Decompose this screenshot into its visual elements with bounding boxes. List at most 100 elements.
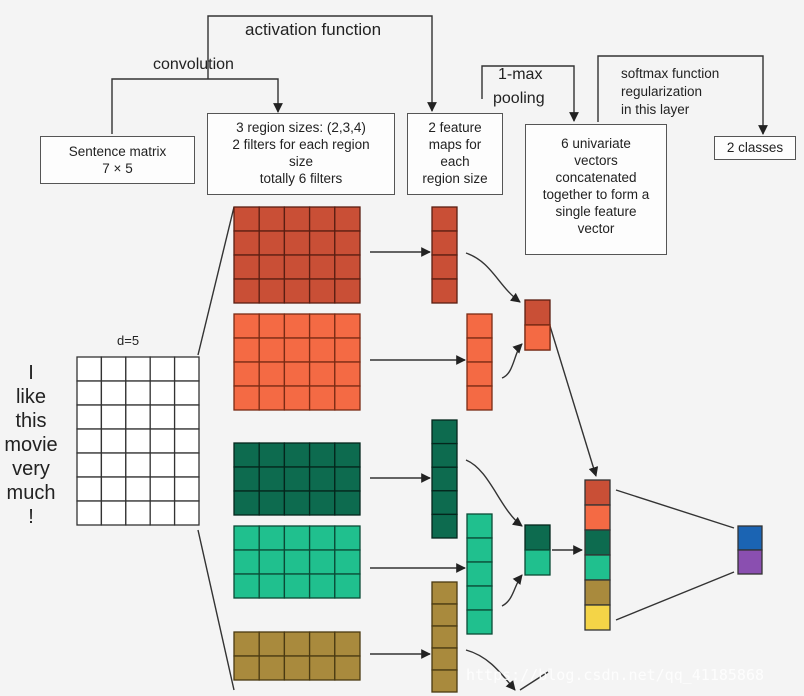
pooled-teal xyxy=(524,549,551,576)
sentence-matrix-grid xyxy=(76,356,200,526)
connector-lines xyxy=(111,15,768,691)
grid-cell xyxy=(233,490,260,516)
grid-cell xyxy=(173,476,200,502)
grid-cell xyxy=(466,585,493,611)
filter-guide-line xyxy=(197,206,235,356)
box-line: 3 region sizes: (2,3,4) xyxy=(236,120,366,135)
pooled-dark-green xyxy=(524,524,551,551)
grid-cell xyxy=(283,655,311,681)
pooling-connector xyxy=(481,65,579,122)
box-line: maps for xyxy=(428,137,482,152)
grid-cell xyxy=(431,206,458,232)
grid-cell xyxy=(334,337,361,363)
grid-cell xyxy=(258,655,286,681)
grid-cell xyxy=(431,442,458,468)
grid-cell xyxy=(100,476,127,502)
box-line: 2 filters for each region xyxy=(232,137,370,152)
grid-cell xyxy=(233,525,260,551)
grid-cell xyxy=(308,490,336,516)
box-line: each xyxy=(440,154,470,169)
grid-cell xyxy=(308,525,336,551)
grid-cell xyxy=(76,500,103,526)
grid-cell xyxy=(233,549,260,575)
grid-cell xyxy=(76,380,103,406)
grid-cell xyxy=(149,380,176,406)
grid-cell xyxy=(283,385,311,411)
class-output-blue xyxy=(737,525,763,551)
grid-cell xyxy=(149,404,176,430)
grid-cell xyxy=(258,525,286,551)
grid-cell xyxy=(283,337,311,363)
softmax-label: softmax function xyxy=(621,66,720,81)
box-line: region size xyxy=(422,171,488,186)
grid-cell xyxy=(258,442,286,468)
grid-cell xyxy=(334,313,361,339)
grid-cell xyxy=(233,361,260,387)
grid-cell xyxy=(149,452,176,478)
grid-cell xyxy=(431,625,458,649)
softmax-connector xyxy=(597,55,768,135)
grid-cell xyxy=(334,254,361,280)
grid-cell xyxy=(308,206,336,232)
feature-map-dark-green xyxy=(431,419,458,539)
box-line: together to form a xyxy=(542,187,650,202)
concat-arrow xyxy=(549,325,599,477)
concatenated-cell xyxy=(584,604,611,631)
grid-cell xyxy=(466,609,493,635)
grid-cell xyxy=(466,337,493,363)
grid-cell xyxy=(334,490,361,516)
filter-red xyxy=(233,206,361,304)
grid-cell xyxy=(308,573,336,599)
activation-function-label: activation function xyxy=(245,20,382,39)
grid-cell xyxy=(125,428,151,454)
concatenated-cell xyxy=(584,504,611,531)
sentence-word: ! xyxy=(28,506,34,528)
softmax-line xyxy=(615,489,735,529)
grid-cell xyxy=(76,428,103,454)
grid-cell xyxy=(173,404,200,430)
watermark: https://blog.csdn.net/qq_41185868 xyxy=(466,666,765,684)
dimension-label: d=5 xyxy=(117,333,140,348)
grid-cell xyxy=(308,442,336,468)
feature-maps-box: 2 feature maps for each region size xyxy=(407,113,503,195)
grid-cell xyxy=(233,206,260,232)
grid-cell xyxy=(125,404,151,430)
grid-cell xyxy=(283,490,311,516)
grid-cell xyxy=(283,466,311,492)
grid-cell xyxy=(233,337,260,363)
pooling-curve xyxy=(465,252,521,303)
classes-box: 2 classes xyxy=(714,136,796,160)
softmax-line xyxy=(615,571,735,621)
concatenated-cell xyxy=(584,479,611,506)
grid-cell xyxy=(466,561,493,587)
grid-cell xyxy=(283,573,311,599)
box-line: 6 univariate xyxy=(561,136,631,151)
feature-map-orange xyxy=(466,313,493,411)
grid-cell xyxy=(233,442,260,468)
box-line: 7 × 5 xyxy=(102,161,133,176)
grid-cell xyxy=(431,419,458,445)
concatenated-cell xyxy=(584,554,611,581)
convolution-connector xyxy=(111,78,283,134)
grid-cell xyxy=(431,278,458,304)
grid-cell xyxy=(149,500,176,526)
convolution-label: convolution xyxy=(153,56,234,73)
box-line: 2 feature xyxy=(428,120,482,135)
grid-cell xyxy=(283,525,311,551)
box-line: 2 classes xyxy=(726,140,784,155)
grid-cell xyxy=(173,500,200,526)
grid-cell xyxy=(149,476,176,502)
grid-cell xyxy=(334,549,361,575)
pooling-curve xyxy=(465,459,523,527)
grid-cell xyxy=(334,385,361,411)
sentence-word: I xyxy=(28,362,34,384)
grid-cell xyxy=(125,500,151,526)
feature-map-olive xyxy=(431,581,458,693)
grid-cell xyxy=(125,452,151,478)
activation-connector xyxy=(207,15,437,112)
grid-cell xyxy=(431,490,458,516)
filter-dark-green xyxy=(233,442,361,516)
grid-cell xyxy=(233,313,260,339)
grid-cell xyxy=(125,476,151,502)
grid-cell xyxy=(466,513,493,539)
